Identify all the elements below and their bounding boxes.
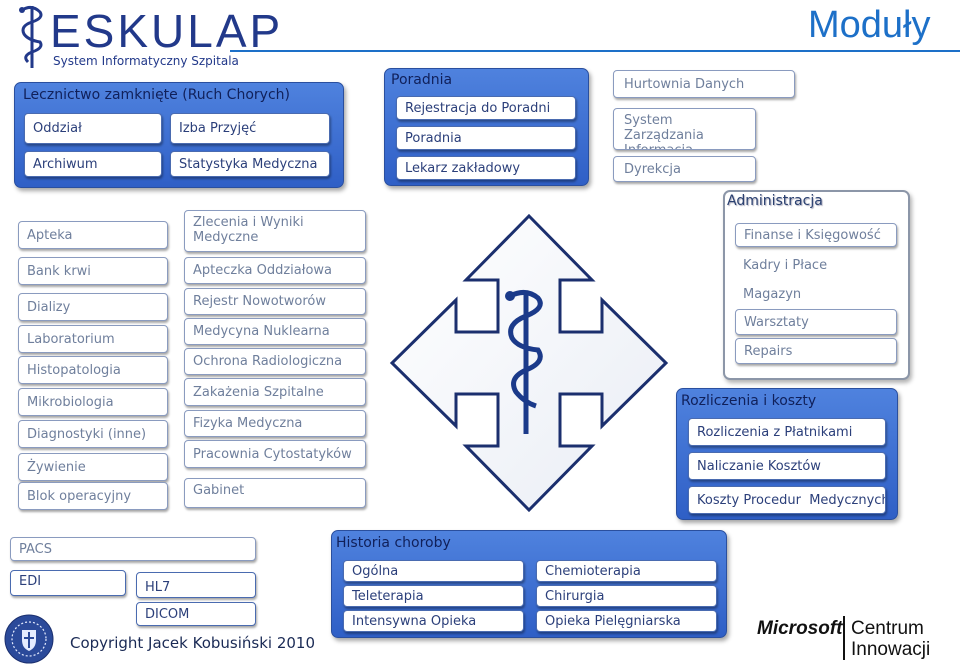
module-pacs[interactable]: PACS [10,537,256,561]
seal-icon [4,614,54,664]
module-zlecenia-i-wyniki[interactable]: Zlecenia i Wyniki Medyczne [184,210,366,252]
header-rule [230,50,960,52]
poradnia-title: Poradnia [391,72,453,88]
partner-line-2: Innowacji [851,639,931,660]
administracja-title: Administracja [727,193,823,209]
partner-divider [843,616,845,660]
module-gabinet[interactable]: Gabinet [184,478,366,508]
module-laboratorium[interactable]: Laboratorium [18,325,168,353]
module-zakazenia-szpitalne[interactable]: Zakażenia Szpitalne [184,378,366,406]
module-ogolna[interactable]: Ogólna [343,560,524,582]
caduceus-icon [19,5,43,68]
module-rejestracja-do-poradni[interactable]: Rejestracja do Poradni [396,96,576,120]
module-diagnostyki-inne[interactable]: Diagnostyki (inne) [18,420,168,448]
module-bank-krwi[interactable]: Bank krwi [18,257,168,285]
module-poradnia[interactable]: Poradnia [396,126,576,150]
module-koszty-procedur-medycznych[interactable]: Koszty Procedur Medycznych [688,486,886,514]
partner-line-1: Centrum [851,618,924,639]
module-dializy[interactable]: Dializy [18,293,168,321]
copyright: Copyright Jacek Kobusiński 2010 [70,634,316,652]
module-blok-operacyjny[interactable]: Blok operacyjny [18,482,168,510]
logo-name: ESKULAP [50,5,284,57]
logo-subtitle: System Informatyczny Szpitala [53,54,239,68]
module-histopatologia[interactable]: Histopatologia [18,356,168,384]
rozliczenia-title: Rozliczenia i koszty [681,393,817,409]
module-medycyna-nuklearna[interactable]: Medycyna Nuklearna [184,318,366,345]
lecznictwo-title: Lecznictwo zamknięte (Ruch Chorych) [23,87,290,103]
module-archiwum[interactable]: Archiwum [24,151,162,177]
module-fizyka-medyczna[interactable]: Fizyka Medyczna [184,410,366,437]
historia-title: Historia choroby [336,535,451,551]
module-edi[interactable]: EDI [10,570,126,596]
module-izba-przyjec[interactable]: Izba Przyjęć [170,113,330,144]
module-apteka[interactable]: Apteka [18,221,168,249]
partner-brand: Microsoft [757,618,843,639]
module-statystyka-medyczna[interactable]: Statystyka Medyczna [170,151,330,177]
page-title: Moduły [808,4,931,46]
module-warsztaty[interactable]: Warsztaty [735,309,897,335]
module-zywienie[interactable]: Żywienie [18,453,168,481]
module-teleterapia[interactable]: Teleterapia [343,585,524,607]
module-lekarz-zakladowy[interactable]: Lekarz zakładowy [396,156,576,180]
module-hl7[interactable]: HL7 [136,572,256,598]
module-magazyn: Magazyn [743,286,802,302]
module-hurtownia-danych[interactable]: Hurtownia Danych [613,70,795,98]
module-system-zarzadzania-informacja[interactable]: System Zarządzania Informacją [613,108,756,150]
module-oddzial[interactable]: Oddział [24,113,162,144]
module-rozliczenia-z-platnikami[interactable]: Rozliczenia z Płatnikami [688,418,886,446]
module-dyrekcja[interactable]: Dyrekcja [613,156,756,182]
module-apteczka-oddzialowa[interactable]: Apteczka Oddziałowa [184,257,366,284]
caduceus-icon [505,290,543,434]
module-rejestr-nowotworow[interactable]: Rejestr Nowotworów [184,288,366,315]
module-pracownia-cytostatykow[interactable]: Pracownia Cytostatyków [184,440,366,468]
module-finanse-i-ksiegowosc[interactable]: Finanse i Księgowość [735,223,897,247]
module-chirurgia[interactable]: Chirurgia [536,585,717,607]
module-opieka-pielegniarska[interactable]: Opieka Pielęgniarska [536,610,717,632]
partner-name: Centrum Innowacji [851,618,930,660]
module-intensywna-opieka[interactable]: Intensywna Opieka [343,610,524,632]
module-repairs[interactable]: Repairs [735,338,897,364]
module-naliczanie-kosztow[interactable]: Naliczanie Kosztów [688,452,886,480]
module-kadry-i-place: Kadry i Płace [743,257,828,273]
module-dicom[interactable]: DICOM [136,602,256,626]
four-way-arrow-icon [389,213,669,513]
module-mikrobiologia[interactable]: Mikrobiologia [18,388,168,416]
module-chemioterapia[interactable]: Chemioterapia [536,560,717,582]
module-ochrona-radiologiczna[interactable]: Ochrona Radiologiczna [184,348,366,375]
